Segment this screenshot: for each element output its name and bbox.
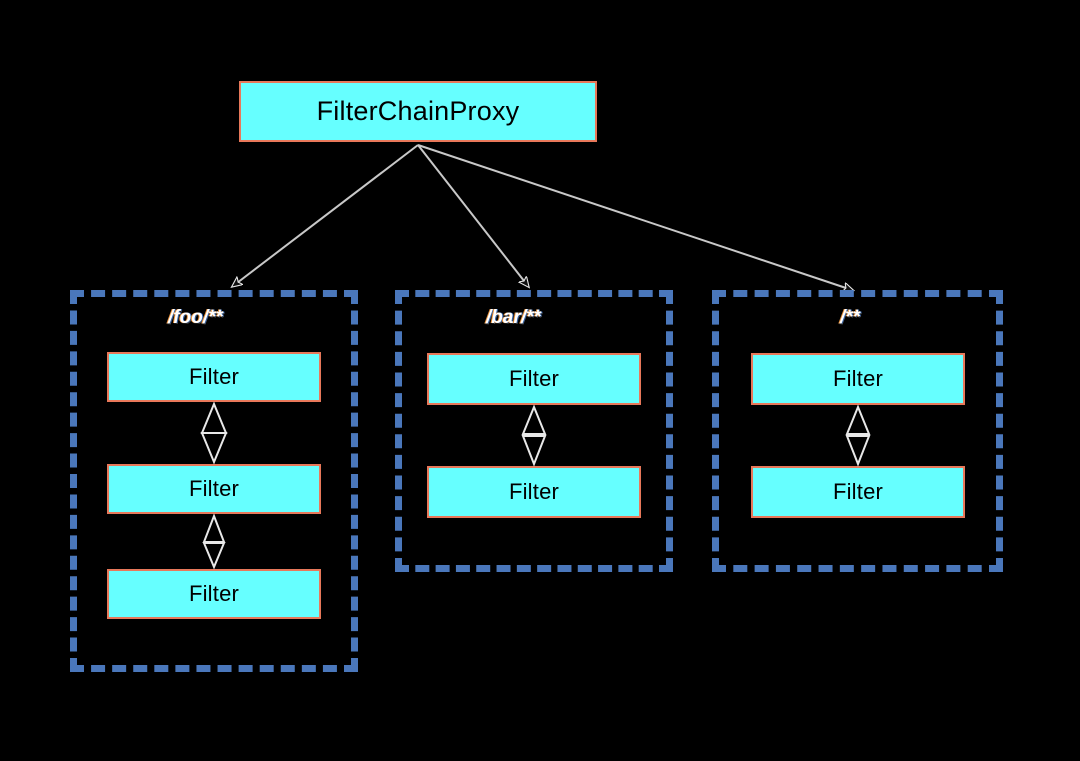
filter-node-foo-1[interactable]: Filter — [107, 352, 321, 402]
filter-node-root-2[interactable]: Filter — [751, 466, 965, 518]
filter-node-label: Filter — [832, 366, 884, 391]
filter-chain-proxy-label: FilterChainProxy — [316, 96, 520, 126]
filter-node-root-1[interactable]: Filter — [751, 353, 965, 405]
chain-container-foo[interactable] — [70, 290, 358, 672]
filter-node-label: Filter — [508, 366, 560, 391]
edge-root-to-chain-bar — [417, 144, 528, 286]
filter-node-label: Filter — [832, 479, 884, 504]
chain-pattern-label-bar: /bar/** — [486, 307, 541, 328]
chain-container-bar[interactable] — [395, 290, 673, 572]
filter-chain-proxy-node[interactable]: FilterChainProxy — [239, 81, 597, 142]
edge-root-to-chain-root — [417, 144, 852, 290]
edge-root-to-chain-foo — [233, 144, 419, 286]
filter-node-label: Filter — [188, 364, 240, 389]
chain-pattern-label-root: /** — [840, 307, 861, 328]
chain-pattern-label-foo: /foo/** — [168, 307, 223, 328]
filter-node-label: Filter — [508, 479, 560, 504]
filter-node-bar-1[interactable]: Filter — [427, 353, 641, 405]
filter-node-label: Filter — [188, 581, 240, 606]
filter-node-foo-3[interactable]: Filter — [107, 569, 321, 619]
chain-container-root[interactable] — [712, 290, 1003, 572]
filter-node-label: Filter — [188, 476, 240, 501]
filter-node-foo-2[interactable]: Filter — [107, 464, 321, 514]
filter-node-bar-2[interactable]: Filter — [427, 466, 641, 518]
